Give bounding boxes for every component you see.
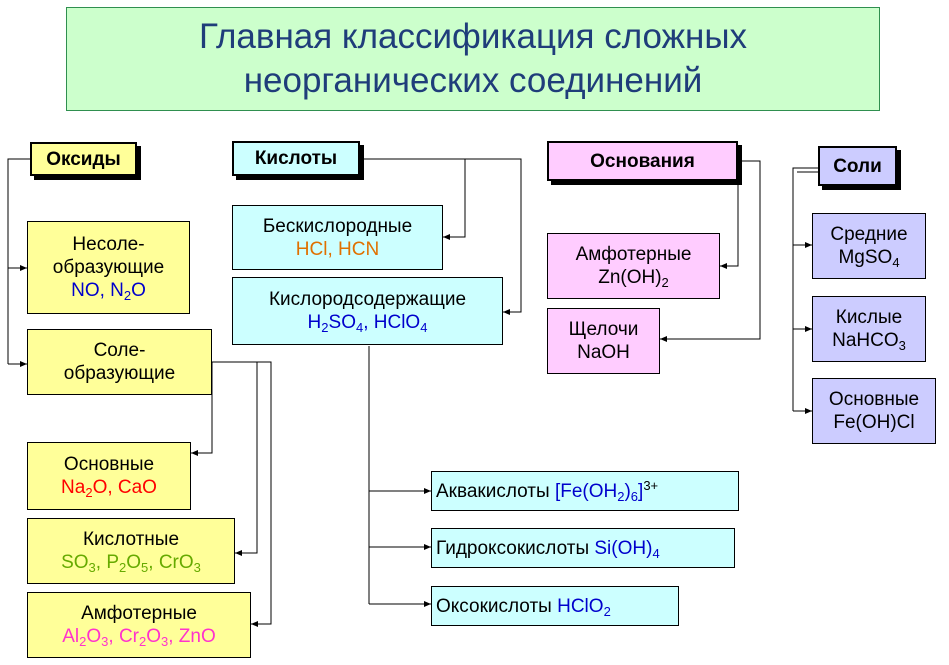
amph-bases-label: Амфотерные <box>575 244 692 265</box>
amph-bases-box: Амфотерные Zn(OH)2 <box>547 233 720 299</box>
amph-oxides-box: Амфотерные Al2O3, Cr2O3, ZnO <box>27 592 251 658</box>
nonsalt-formula: NO, N2O <box>71 280 146 303</box>
oxo-acids-text: Оксокислоты HClO2 <box>436 595 611 619</box>
salt-line2: образующие <box>63 363 176 384</box>
arrow-to-basic-oxides <box>191 362 213 456</box>
salt-oxides-box: Соле- образующие <box>27 329 212 395</box>
connector-oxides-trunk <box>7 158 30 364</box>
middle-salts-label: Средние <box>830 224 908 245</box>
salts-header: Соли <box>818 146 897 186</box>
amph-oxides-formula: Al2O3, Cr2O3, ZnO <box>62 626 216 649</box>
acidic-oxides-formula: SO3, P2O5, CrO3 <box>61 552 201 575</box>
oxygenfree-acids-box: Бескислородные HCl, HCN <box>232 205 443 270</box>
hydroxo-acids-box: Гидроксокислоты Si(OH)4 <box>431 528 735 568</box>
oxygen-acids-box: Кислородсодержащие H2SO4, HClO4 <box>232 277 503 345</box>
page-title: Главная классификация сложных неорганиче… <box>66 7 880 111</box>
alkali-box: Щелочи NaOH <box>547 308 660 374</box>
acidic-salts-formula: NaHCO3 <box>832 330 906 353</box>
arrow-to-amph-oxides <box>212 361 272 627</box>
oxygenfree-label: Бескислородные <box>262 215 413 237</box>
oxides-header: Оксиды <box>30 142 137 176</box>
oxygenfree-formula: HCl, HCN <box>295 238 380 260</box>
oxygen-acids-label: Кислородсодержащие <box>268 289 467 310</box>
arrow-to-alkali <box>660 160 761 342</box>
alkali-label: Щелочи <box>568 319 639 340</box>
nonsalt-line1: Несоле- <box>72 234 145 255</box>
acidic-oxides-box: Кислотные SO3, P2O5, CrO3 <box>27 518 235 584</box>
nonsalt-oxides-box: Несоле- образующие NO, N2O <box>27 221 190 314</box>
oxygen-acids-formula: H2SO4, HClO4 <box>307 312 428 335</box>
salts-header-label: Соли <box>833 155 882 177</box>
arrow-to-amph-bases <box>720 161 739 269</box>
basic-oxides-formula: Na2O, CaO <box>61 477 157 500</box>
alkali-formula: NaOH <box>577 342 630 363</box>
middle-salts-formula: MgSO4 <box>838 247 900 270</box>
amph-bases-formula: Zn(OH)2 <box>598 267 669 290</box>
nonsalt-line2: образующие <box>52 257 165 278</box>
title-line-2: неорганических соединений <box>243 61 703 100</box>
basic-oxides-label: Основные <box>63 454 155 475</box>
connector-salts-trunk <box>792 167 818 411</box>
middle-salts-box: Средние MgSO4 <box>812 213 926 279</box>
bases-header-label: Основания <box>590 150 695 172</box>
oxides-header-label: Оксиды <box>46 148 121 170</box>
basic-salts-box: Основные Fe(OH)Cl <box>812 378 936 444</box>
acids-header-label: Кислоты <box>254 148 338 169</box>
aqua-acids-box: Аквакислоты [Fe(OH2)6]3+ <box>431 471 739 511</box>
basic-salts-label: Основные <box>828 389 920 410</box>
arrow-to-oxygen-acids <box>360 158 522 315</box>
amph-oxides-label: Амфотерные <box>81 603 197 624</box>
title-line-1: Главная классификация сложных <box>198 17 748 56</box>
basic-salts-formula: Fe(OH)Cl <box>833 412 915 433</box>
acidic-salts-box: Кислые NaHCO3 <box>812 296 926 362</box>
acids-header: Кислоты <box>232 141 360 176</box>
hydroxo-acids-text: Гидроксокислоты Si(OH)4 <box>436 537 660 561</box>
oxo-acids-box: Оксокислоты HClO2 <box>431 586 679 626</box>
acidic-oxides-label: Кислотные <box>82 529 180 550</box>
acidic-salts-label: Кислые <box>835 307 903 328</box>
aqua-acids-text: Аквакислоты [Fe(OH2)6]3+ <box>436 477 659 504</box>
basic-oxides-box: Основные Na2O, CaO <box>27 442 191 510</box>
salt-line1: Соле- <box>93 340 146 361</box>
bases-header: Основания <box>547 141 738 181</box>
